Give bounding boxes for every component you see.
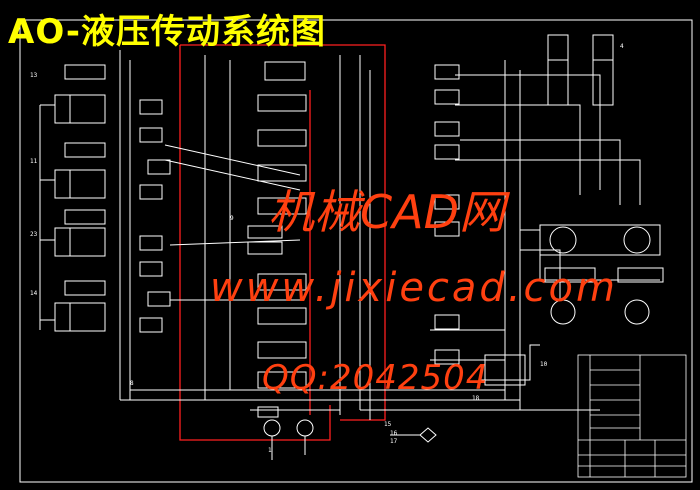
watermark-site-name: 机械CAD网 [268, 185, 506, 239]
title-block [577, 354, 687, 478]
label-17: 17 [390, 438, 398, 445]
watermark-url: www.jixiecad.com [210, 265, 618, 311]
label-16: 16 [390, 430, 398, 437]
drawing-frame [19, 19, 693, 483]
left-cylinders [54, 64, 106, 332]
right-valves [434, 64, 460, 365]
label-8: 8 [130, 380, 134, 387]
label-10: 10 [540, 361, 548, 368]
label-23: 23 [30, 231, 38, 238]
pump-group [257, 406, 437, 460]
label-11: 11 [30, 158, 38, 165]
watermark-qq: QQ:2042504 [262, 358, 489, 398]
diagram-title: AO-液压传动系统图 [8, 12, 326, 52]
motor-group [484, 224, 664, 386]
cylinder-11 [54, 169, 106, 199]
label-4: 4 [620, 43, 624, 50]
label-9: 9 [230, 215, 234, 222]
label-13: 13 [30, 72, 38, 79]
label-14: 14 [30, 290, 38, 297]
label-18: 18 [472, 395, 480, 402]
label-15: 15 [384, 421, 392, 428]
cylinder-23 [54, 227, 106, 257]
cylinder-14 [54, 302, 106, 332]
pressure-line [179, 44, 386, 441]
central-valves [247, 61, 307, 389]
cylinder-13 [54, 94, 106, 124]
label-1: 1 [268, 447, 272, 454]
pipe-network [39, 50, 660, 420]
left-valves [139, 99, 171, 333]
top-right-cylinders [547, 34, 614, 106]
component-labels: 13 11 23 14 8 9 1 15 16 17 18 10 4 [30, 43, 624, 454]
